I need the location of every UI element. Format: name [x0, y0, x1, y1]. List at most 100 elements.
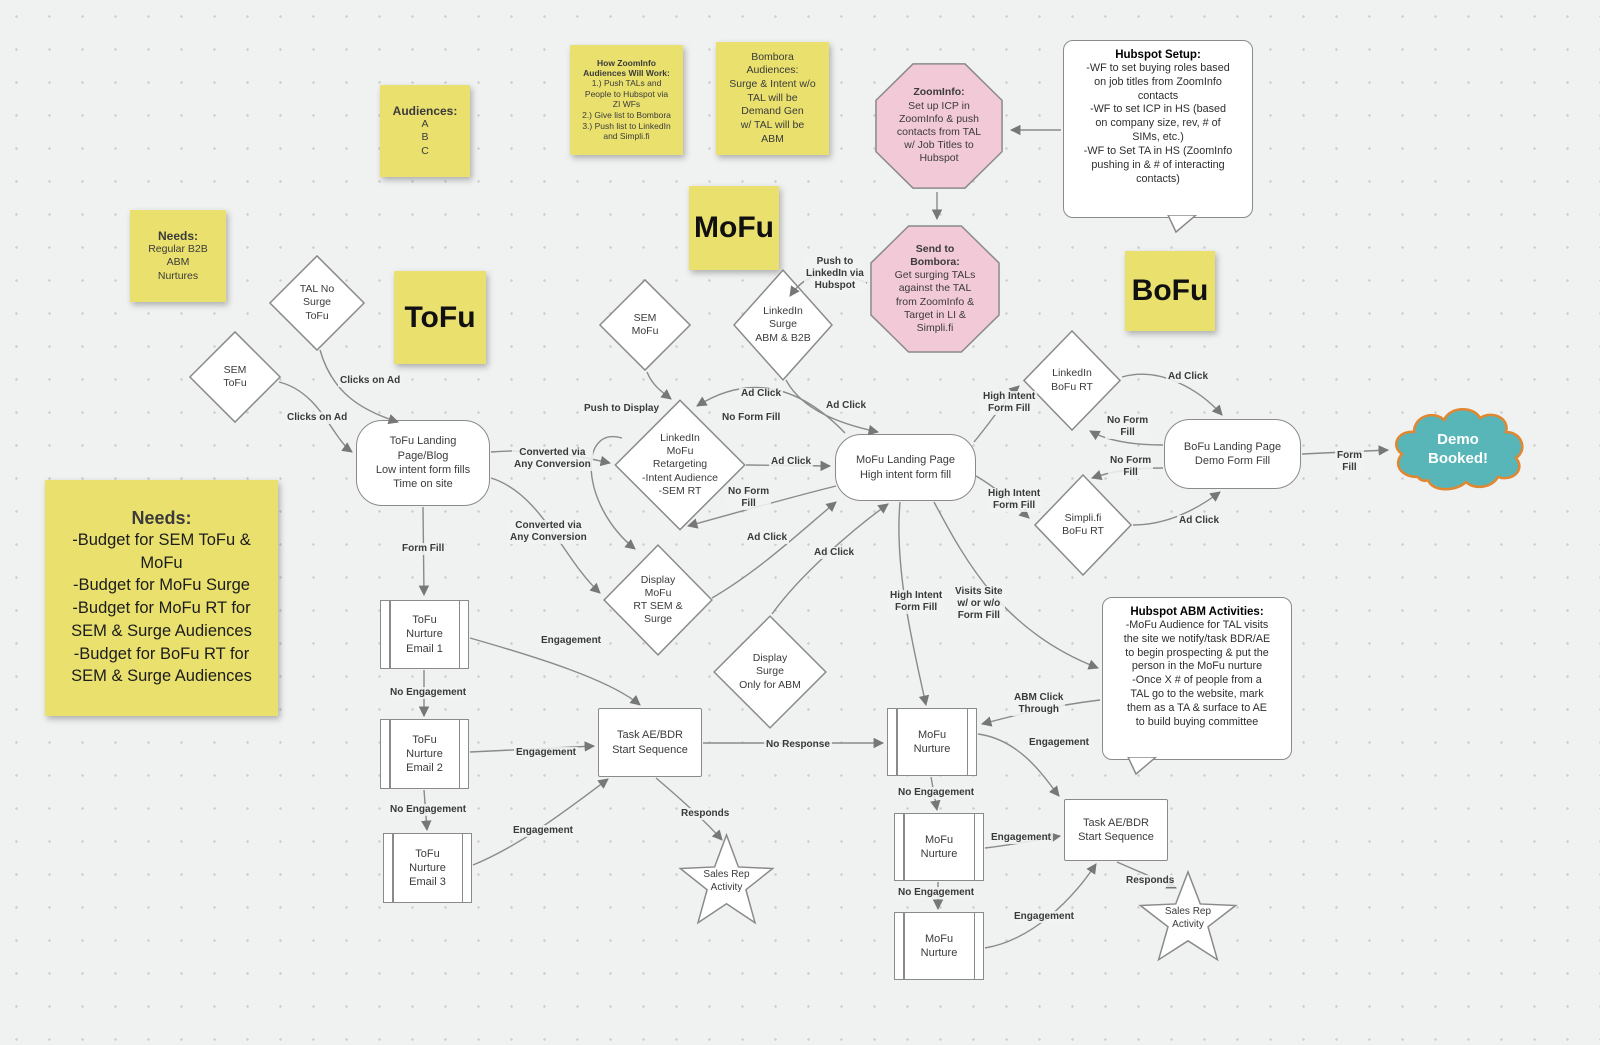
callout-hubspot-setup[interactable]: Hubspot Setup: -WF to set buying roles b… — [1063, 40, 1253, 234]
edge-label-ad-click-6[interactable]: Ad Click — [1166, 371, 1211, 384]
sticky-note-needs-budget[interactable]: Needs: -Budget for SEM ToFu & MoFu -Budg… — [45, 480, 278, 716]
diamond-label: SEM MoFu — [631, 311, 659, 337]
sticky-note-mofu-label[interactable]: MoFu — [689, 186, 779, 270]
edge-label-abm-click-through[interactable]: ABM Click Through — [1012, 692, 1066, 717]
process-tofu-nurture-email-3[interactable]: ToFu Nurture Email 3 — [383, 833, 472, 903]
diamond-display-surge-abm[interactable]: Display Surge Only for ABM — [713, 615, 827, 729]
diamond-sem-mofu[interactable]: SEM MoFu — [599, 279, 691, 371]
edge-label-no-response[interactable]: No Response — [764, 739, 832, 752]
edge-label-ad-click-2[interactable]: Ad Click — [824, 400, 869, 413]
edge-label-no-form-fill-2[interactable]: No Form Fill — [726, 486, 772, 511]
diamond-label: LinkedIn Surge ABM & B2B — [755, 305, 811, 344]
sticky-note-needs-small[interactable]: Needs: Regular B2B ABM Nurtures — [130, 210, 226, 302]
sticky-title: Needs: — [131, 507, 192, 528]
sticky-title: Audiences: — [392, 103, 458, 118]
edge-label-form-fill-1[interactable]: Form Fill — [400, 543, 447, 556]
callout-body: -WF to set buying roles based on job tit… — [1083, 62, 1233, 185]
edge-label-ad-click-7[interactable]: Ad Click — [1177, 515, 1222, 528]
edge-label-responds-2[interactable]: Responds — [1124, 875, 1177, 888]
callout-hubspot-abm-activities[interactable]: Hubspot ABM Activities: -MoFu Audience f… — [1102, 597, 1292, 776]
edge-label-push-to-linkedin-via-hubspot[interactable]: Push to LinkedIn via Hubspot — [804, 256, 866, 293]
diamond-tal-no-surge-tofu[interactable]: TAL No Surge ToFu — [269, 255, 365, 351]
diamond-shape — [599, 279, 691, 371]
terminator-label: BoFu Landing Page Demo Form Fill — [1183, 440, 1282, 467]
edge-label-engagement-3[interactable]: Engagement — [511, 825, 576, 838]
diamond-label: TAL No Surge ToFu — [299, 283, 335, 322]
edge-label-engagement-5[interactable]: Engagement — [989, 832, 1054, 845]
edge-label-clicks-on-ad-1[interactable]: Clicks on Ad — [338, 375, 403, 388]
edge-label-no-engagement-4[interactable]: No Engagement — [896, 887, 977, 900]
diamond-label: LinkedIn BoFu RT — [1051, 367, 1093, 393]
rect-task-ae-bdr-start-sequence-1[interactable]: Task AE/BDR Start Sequence — [598, 708, 702, 777]
callout-body: -MoFu Audience for TAL visits the site w… — [1123, 619, 1271, 728]
edge-label-clicks-on-ad-2[interactable]: Clicks on Ad — [285, 412, 350, 425]
rect-task-ae-bdr-start-sequence-2[interactable]: Task AE/BDR Start Sequence — [1064, 799, 1168, 861]
terminator-label: ToFu Landing Page/Blog Low intent form f… — [375, 435, 471, 491]
sticky-note-bofu-label[interactable]: BoFu — [1125, 251, 1215, 331]
process-label: ToFu Nurture Email 2 — [406, 733, 443, 775]
edge-label-high-intent-form-fill-2[interactable]: High Intent Form Fill — [986, 488, 1043, 513]
edge-label-engagement-6[interactable]: Engagement — [1012, 911, 1077, 924]
edge-label-no-engagement-2[interactable]: No Engagement — [388, 804, 469, 817]
edge-label-high-intent-form-fill-1[interactable]: High Intent Form Fill — [981, 391, 1038, 416]
edge-label-engagement-4[interactable]: Engagement — [1027, 737, 1092, 750]
edge-label-visits-site[interactable]: Visits Site w/ or w/o Form Fill — [953, 586, 1005, 623]
edge-label-engagement-1[interactable]: Engagement — [539, 635, 604, 648]
edge-label-no-engagement-1[interactable]: No Engagement — [388, 687, 469, 700]
star-sales-rep-activity-2[interactable]: Sales Rep Activity — [1138, 870, 1238, 967]
octagon-shape — [869, 224, 1001, 354]
edge-label-ad-click-1[interactable]: Ad Click — [739, 388, 784, 401]
diamond-shape — [189, 331, 281, 423]
process-mofu-nurture-3[interactable]: MoFu Nurture — [894, 912, 984, 980]
edge-label-no-form-fill-1[interactable]: No Form Fill — [720, 412, 783, 425]
octagon-send-to-bombora[interactable]: Send to Bombora: Get surging TALs agains… — [869, 224, 1001, 354]
sticky-note-how-zoominfo-audiences-work[interactable]: How ZoomInfo Audiences Will Work: 1.) Pu… — [570, 45, 683, 155]
terminator-tofu-landing-page[interactable]: ToFu Landing Page/Blog Low intent form f… — [356, 420, 490, 506]
process-mofu-nurture-2[interactable]: MoFu Nurture — [894, 813, 984, 881]
edge-label-no-engagement-3[interactable]: No Engagement — [896, 787, 977, 800]
octagon-title: ZoomInfo: — [913, 86, 965, 99]
process-mofu-nurture-1[interactable]: MoFu Nurture — [887, 708, 977, 776]
diamond-shape — [713, 615, 827, 729]
diamond-label: SEM ToFu — [223, 363, 247, 389]
sticky-note-bombora-audiences[interactable]: Bombora Audiences: Surge & Intent w/o TA… — [716, 42, 829, 155]
cloud-demo-booked[interactable]: Demo Booked! — [1388, 402, 1528, 496]
sticky-note-audiences[interactable]: Audiences: A B C — [380, 85, 470, 177]
star-sales-rep-activity-1[interactable]: Sales Rep Activity — [678, 833, 775, 930]
star-shape — [1138, 870, 1238, 967]
edge-label-no-form-fill-3[interactable]: No Form Fill — [1105, 415, 1151, 440]
edge-label-high-intent-form-fill-3[interactable]: High Intent Form Fill — [888, 590, 945, 615]
diamond-simplifi-bofu-rt[interactable]: Simpli.fi BoFu RT — [1034, 474, 1132, 576]
octagon-shape — [874, 62, 1004, 190]
diamond-sem-tofu[interactable]: SEM ToFu — [189, 331, 281, 423]
edge-label-engagement-2[interactable]: Engagement — [514, 747, 579, 760]
edge-label-ad-click-3[interactable]: Ad Click — [769, 456, 814, 469]
sticky-body: Bombora Audiences: Surge & Intent w/o TA… — [729, 50, 816, 145]
process-tofu-nurture-email-1[interactable]: ToFu Nurture Email 1 — [380, 600, 469, 669]
star-shape — [678, 833, 775, 930]
terminator-mofu-landing-page[interactable]: MoFu Landing Page High intent form fill — [835, 434, 976, 501]
terminator-bofu-landing-page[interactable]: BoFu Landing Page Demo Form Fill — [1164, 419, 1301, 489]
diamond-linkedin-surge[interactable]: LinkedIn Surge ABM & B2B — [733, 269, 833, 381]
cloud-shape — [1395, 408, 1524, 491]
callout-tail — [1126, 757, 1157, 776]
callout-tail — [1166, 215, 1197, 234]
edge-label-converted-any-conversion-2[interactable]: Converted via Any Conversion — [508, 520, 589, 545]
octagon-title: Send to Bombora: — [910, 242, 960, 268]
edge-label-responds-1[interactable]: Responds — [679, 808, 732, 821]
callout-title: Hubspot Setup: — [1115, 49, 1201, 61]
process-label: ToFu Nurture Email 1 — [406, 614, 443, 655]
edge-label-converted-any-conversion-1[interactable]: Converted via Any Conversion — [512, 447, 593, 472]
octagon-zoominfo-setup[interactable]: ZoomInfo: Set up ICP in ZoomInfo & push … — [874, 62, 1004, 190]
diamond-linkedin-bofu-rt[interactable]: LinkedIn BoFu RT — [1023, 330, 1121, 431]
edge-label-push-to-display[interactable]: Push to Display — [582, 403, 662, 416]
process-tofu-nurture-email-2[interactable]: ToFu Nurture Email 2 — [380, 719, 469, 789]
diamond-shape — [733, 269, 833, 381]
sticky-note-tofu-label[interactable]: ToFu — [394, 271, 486, 364]
edge-label-ad-click-4[interactable]: Ad Click — [745, 532, 790, 545]
edge-label-form-fill-2[interactable]: Form Fill — [1335, 450, 1364, 475]
edge-label-ad-click-5[interactable]: Ad Click — [812, 547, 857, 560]
diamond-display-mofu-rt[interactable]: Display MoFu RT SEM & Surge — [603, 544, 713, 656]
edge-label-no-form-fill-4[interactable]: No Form Fill — [1108, 455, 1154, 480]
